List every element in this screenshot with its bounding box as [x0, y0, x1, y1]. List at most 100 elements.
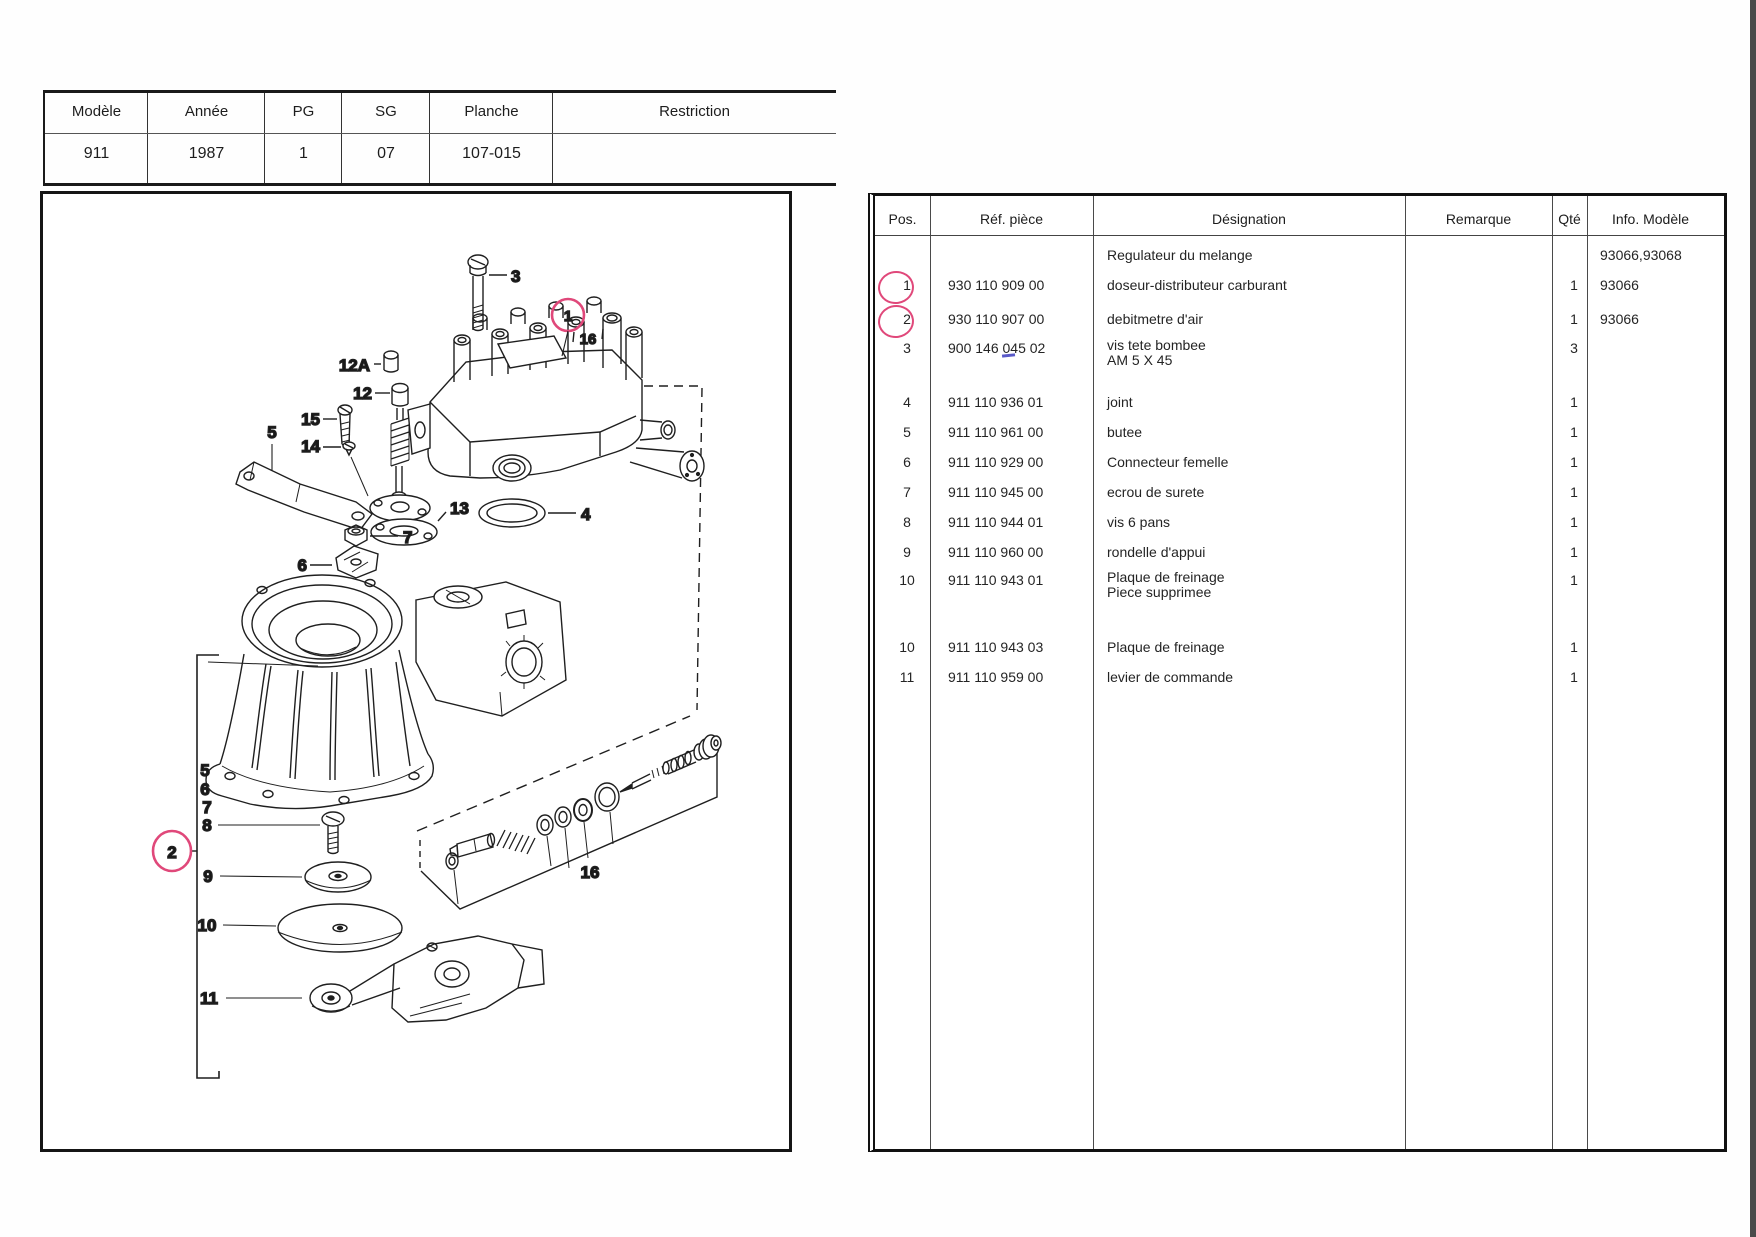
designation-line: Connecteur femelle	[1107, 454, 1229, 470]
column-divider	[552, 93, 553, 183]
bolt-15-drawing	[323, 404, 353, 448]
header-value: 107-015	[462, 145, 521, 162]
column-divider	[1552, 196, 1553, 1149]
bracket-5-drawing	[235, 444, 373, 531]
cell-pos: 11	[899, 669, 915, 685]
cell-ref: 900 146 045 02	[948, 340, 1046, 356]
header-cell-pg: PG 1	[265, 93, 342, 183]
header-label: SG	[375, 103, 397, 120]
col-label-6: 6	[200, 780, 209, 799]
col-header-designation: Désignation	[1212, 211, 1286, 227]
cell-info: 93066,93068	[1600, 247, 1682, 263]
red-circle-2	[151, 829, 193, 873]
designation-line: butee	[1107, 424, 1143, 440]
cell-qty: 1	[1570, 639, 1578, 655]
oring-4-drawing	[478, 498, 576, 528]
header-value: 1	[299, 145, 308, 162]
header-table: Modèle 911 Année 1987 PG 1 SG 07 Planche…	[43, 90, 836, 186]
cell-ref: 911 110 945 00	[948, 484, 1044, 500]
col-header-remarque: Remarque	[1445, 211, 1512, 227]
header-value: 911	[83, 145, 110, 162]
header-cell-sg: SG 07	[342, 93, 430, 183]
part-label-4: 4	[581, 505, 591, 524]
cell-qty: 1	[1570, 454, 1578, 470]
column-divider	[264, 93, 265, 183]
gasket-13-drawing	[370, 511, 447, 546]
column-divider	[1587, 196, 1588, 1149]
cell-pos: 2	[903, 311, 911, 327]
cell-ref: 911 110 929 00	[948, 454, 1044, 470]
cell-ref: 930 110 907 00	[948, 311, 1045, 327]
cell-qty: 1	[1570, 669, 1578, 685]
cell-ref: 911 110 936 01	[948, 394, 1044, 410]
col-label-5: 5	[200, 761, 209, 780]
cell-pos: 10	[899, 639, 915, 655]
cell-pos: 1	[903, 277, 911, 293]
screw-12-drawing	[369, 382, 431, 522]
header-label: Restriction	[659, 103, 730, 120]
fuel-distributor-drawing	[407, 296, 705, 482]
cell-qty: 1	[1570, 277, 1578, 293]
cell-designation: ecrou de surete	[1107, 482, 1417, 502]
part-label-13: 13	[450, 499, 469, 518]
header-cell-restriction: Restriction	[553, 93, 836, 183]
col-header-qte: Qté	[1558, 211, 1581, 227]
exploded-parts-diagram: 3 1 16 12A 12	[151, 254, 722, 1079]
designation-line: ecrou de surete	[1107, 484, 1205, 500]
cell-designation: levier de commande	[1107, 667, 1417, 687]
nut-7-drawing	[344, 524, 398, 547]
cell-qty: 1	[1570, 394, 1578, 410]
cell-designation: joint	[1107, 392, 1417, 412]
designation-line: levier de commande	[1107, 669, 1234, 685]
cell-qty: 1	[1570, 514, 1578, 530]
header-label: Planche	[464, 103, 519, 120]
part-label-5-top: 5	[267, 423, 276, 442]
designation-line: debitmetre d'air	[1107, 311, 1204, 327]
cell-designation: Connecteur femelle	[1107, 452, 1417, 472]
header-cell-modele: Modèle 911	[45, 93, 148, 183]
airflow-housing-drawing	[205, 574, 567, 810]
cell-designation: vis 6 pans	[1107, 512, 1417, 532]
col-header-ref: Réf. pièce	[979, 211, 1044, 227]
callout-bracket	[192, 654, 320, 1079]
cell-ref: 911 110 959 00	[948, 669, 1044, 685]
header-label: Modèle	[71, 103, 122, 120]
bolt-8-drawing	[321, 811, 345, 855]
designation-line: Regulateur du melange	[1107, 247, 1253, 263]
col-header-info: Info. Modèle	[1611, 211, 1690, 227]
part-label-7: 7	[403, 528, 412, 547]
cell-qty: 1	[1570, 424, 1578, 440]
part-label-3: 3	[511, 267, 520, 286]
part-label-15: 15	[301, 410, 320, 429]
cell-ref: 930 110 909 00	[948, 277, 1045, 293]
connector-6-drawing	[310, 545, 379, 579]
column-divider	[1405, 196, 1406, 1149]
cell-designation: rondelle d'appui	[1107, 542, 1417, 562]
part-label-6: 6	[298, 556, 307, 575]
designation-line: rondelle d'appui	[1107, 544, 1206, 560]
header-cell-planche: Planche 107-015	[430, 93, 553, 183]
col-label-10: 10	[198, 916, 217, 935]
cell-pos: 4	[903, 394, 911, 410]
cell-qty: 1	[1570, 311, 1578, 327]
cell-qty: 1	[1570, 544, 1578, 560]
part-label-12a: 12A	[339, 356, 370, 375]
designation-line: AM 5 X 45	[1107, 352, 1173, 368]
circled-pos-2: 2	[167, 843, 176, 862]
disc-10-drawing	[277, 903, 403, 953]
header-value: 1987	[188, 145, 225, 162]
designation-line: Plaque de freinage	[1107, 569, 1225, 585]
circled-pos-1: 1	[564, 308, 572, 325]
col-label-8: 8	[202, 816, 211, 835]
designation-line: Plaque de freinage	[1107, 639, 1225, 655]
cell-designation: butee	[1107, 422, 1417, 442]
column-divider	[1093, 196, 1094, 1149]
header-label: PG	[292, 103, 315, 120]
leader-line	[561, 330, 569, 357]
bracket-ticks	[572, 328, 604, 343]
group-label-16: 16	[581, 863, 600, 882]
cell-designation: debitmetre d'air	[1107, 309, 1417, 329]
cell-designation: Plaque de freinage	[1107, 637, 1417, 657]
